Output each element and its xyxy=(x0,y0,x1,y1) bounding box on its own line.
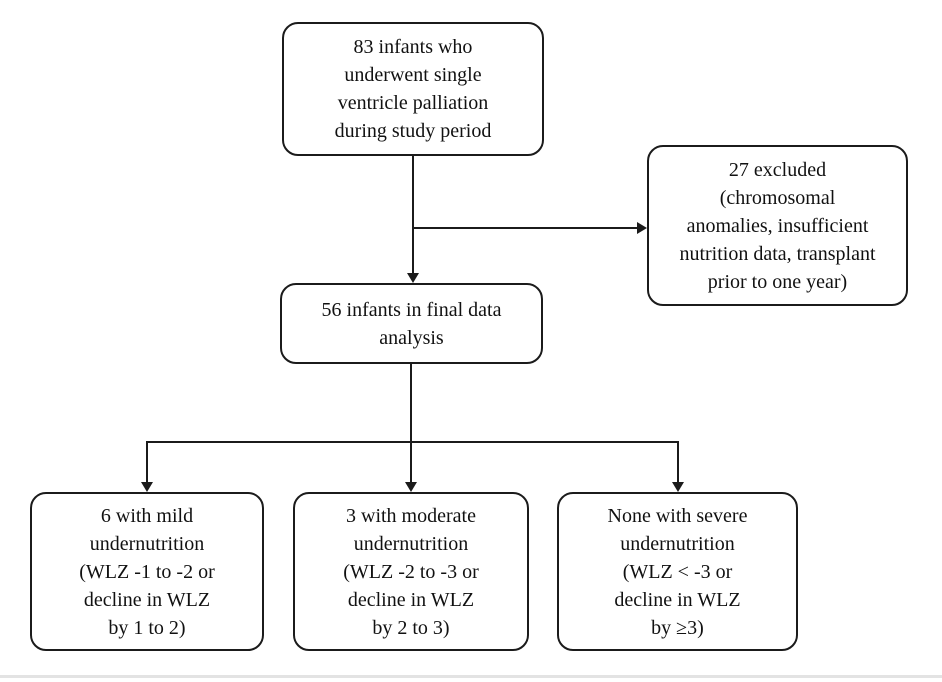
node-mild-undernutrition: 6 with mild undernutrition (WLZ -1 to -2… xyxy=(30,492,264,651)
arrowhead-down-moderate-icon xyxy=(405,482,417,492)
node-final-analysis: 56 infants in final data analysis xyxy=(280,283,543,364)
figure-bottom-divider xyxy=(0,675,942,678)
node-moderate-undernutrition: 3 with moderate undernutrition (WLZ -2 t… xyxy=(293,492,529,651)
connector-drop-severe xyxy=(677,441,679,482)
arrowhead-down-mild-icon xyxy=(141,482,153,492)
connector-branch-horizontal xyxy=(146,441,679,443)
connector-final-to-branches xyxy=(410,364,412,482)
arrowhead-right-excluded-icon xyxy=(637,222,647,234)
node-excluded: 27 excluded (chromosomal anomalies, insu… xyxy=(647,145,908,306)
connector-total-to-final xyxy=(412,156,414,274)
node-severe-undernutrition: None with severe undernutrition (WLZ < -… xyxy=(557,492,798,651)
connector-drop-mild xyxy=(146,441,148,482)
arrowhead-down-severe-icon xyxy=(672,482,684,492)
node-total-infants: 83 infants who underwent single ventricl… xyxy=(282,22,544,156)
arrowhead-down-final-icon xyxy=(407,273,419,283)
connector-to-excluded xyxy=(413,227,637,229)
